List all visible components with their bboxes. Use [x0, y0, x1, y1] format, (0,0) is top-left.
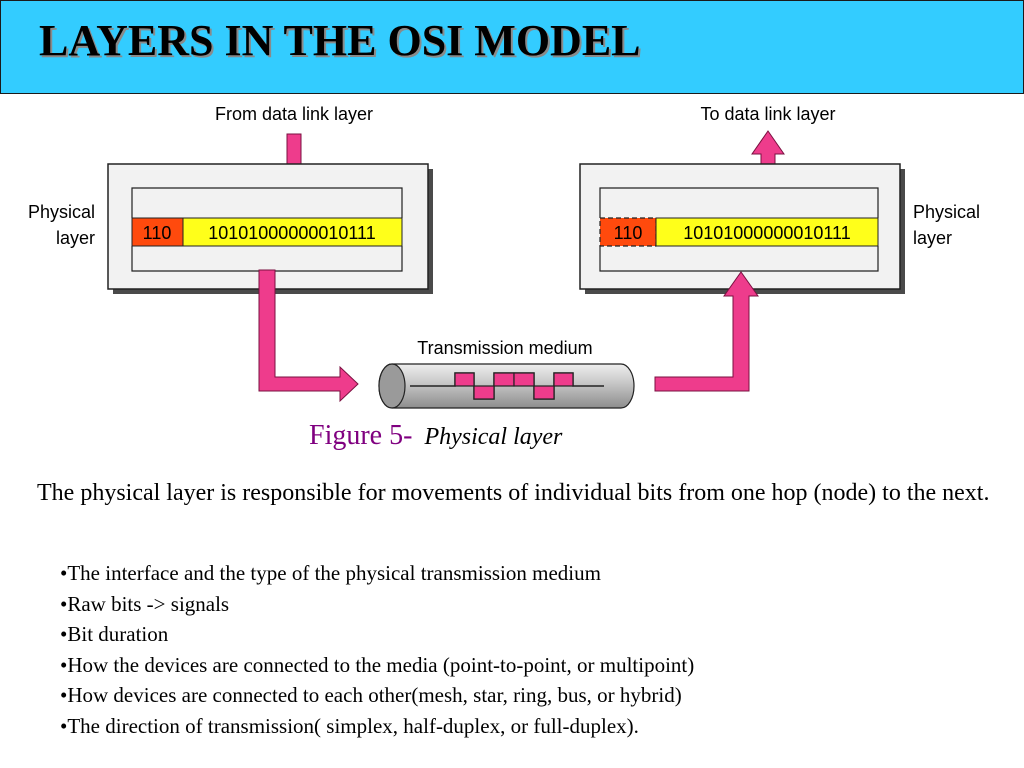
figure-caption: Figure 5- Physical layer [309, 420, 562, 452]
receiver-data-bits-text: 10101000000010111 [683, 223, 851, 243]
receiver-header-bits [599, 217, 657, 247]
title-bar: LAYERS IN THE OSI MODEL [0, 0, 1024, 94]
medium-label: Transmission medium [417, 338, 592, 358]
right-layer-label-line1: Physical [913, 202, 980, 222]
slide-title: LAYERS IN THE OSI MODEL [39, 16, 641, 65]
receiver-data-bits [655, 217, 879, 247]
left-layer-label-line2: layer [56, 228, 95, 248]
sender-top-label: From data link layer [215, 104, 373, 124]
receiver-physical-box: 110 10101000000010111 [579, 163, 905, 294]
send-to-medium-arrow-icon [258, 269, 359, 403]
sender-header-bits-text: 110 [143, 223, 172, 243]
physical-layer-diagram: From data link layer To data link layer … [28, 104, 980, 409]
list-item: •How devices are connected to each other… [60, 683, 682, 707]
list-item: •The direction of transmission( simplex,… [60, 713, 639, 738]
receiver-header-bits-text: 110 [614, 223, 643, 243]
list-item: •Raw bits -> signals [60, 591, 230, 616]
sender-header-bits [131, 217, 184, 247]
figure-number: Figure 5- [309, 420, 413, 451]
list-item: •Bit duration [60, 622, 169, 646]
receiver-top-label: To data link layer [700, 104, 835, 124]
figure-title: Physical layer [424, 424, 563, 450]
list-item: •The interface and the type of the physi… [60, 561, 601, 585]
transmission-medium-cylinder [378, 363, 635, 409]
medium-to-receiver-arrow-icon [654, 271, 759, 392]
list-item: •How the devices are connected to the me… [60, 652, 695, 677]
sender-data-bits [182, 217, 403, 247]
right-layer-label-line2: layer [913, 228, 952, 248]
bullet-list: •The interface and the type of the physi… [60, 558, 694, 741]
sender-data-bits-text: 10101000000010111 [208, 223, 376, 243]
intro-paragraph: The physical layer is responsible for mo… [37, 480, 990, 506]
left-layer-label-line1: Physical [28, 202, 95, 222]
